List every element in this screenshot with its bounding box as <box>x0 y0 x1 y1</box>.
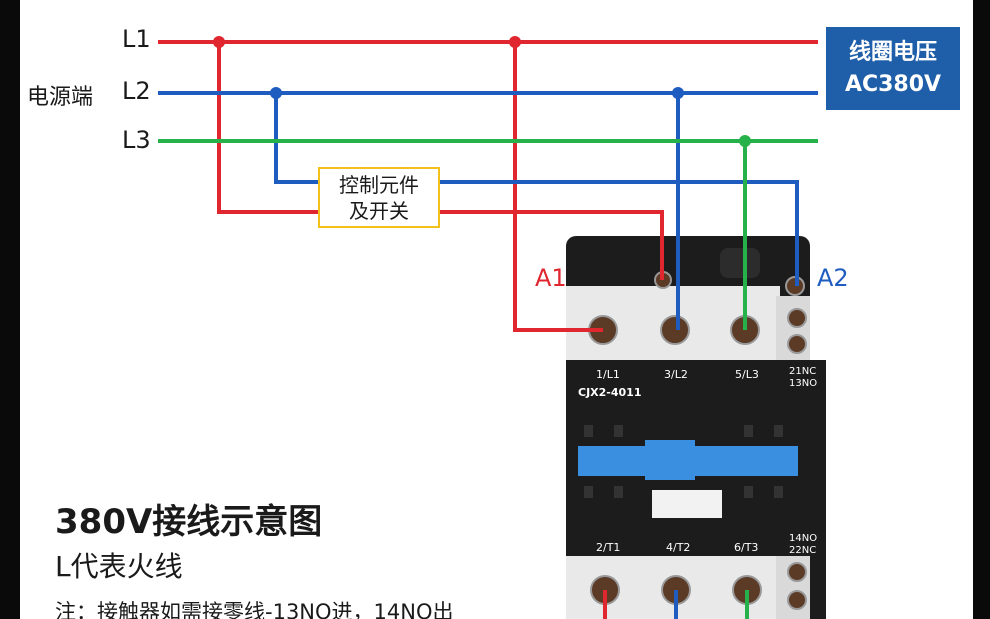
contactor-clip <box>720 248 760 278</box>
terminal-a2-label: A2 <box>817 264 849 292</box>
body-slot <box>744 486 753 498</box>
junction-dot <box>739 135 751 147</box>
diagram-subtitle: L代表火线 <box>55 550 183 583</box>
screw-aux-3 <box>787 562 807 582</box>
junction-dot <box>672 87 684 99</box>
aux-13no: 13NO <box>789 378 818 389</box>
control-box-line2: 及开关 <box>349 198 409 223</box>
body-slot <box>744 425 753 437</box>
terminal-1l1: 1/L1 <box>596 368 620 381</box>
contactor-model: CJX2-4011 <box>578 386 642 399</box>
wire-l1 <box>158 40 818 619</box>
junction-dot <box>213 36 225 48</box>
wire-l2 <box>158 91 818 619</box>
control-component-box: 控制元件 及开关 <box>318 167 440 228</box>
coil-voltage-line2: AC380V <box>844 71 942 97</box>
terminal-4t2: 4/T2 <box>666 541 691 554</box>
terminal-3l2: 3/L2 <box>664 368 688 381</box>
terminal-2t1: 2/T1 <box>596 541 621 554</box>
aux-14no: 14NO <box>789 533 818 544</box>
body-side <box>810 556 826 619</box>
body-slot <box>774 425 783 437</box>
coil-voltage-box: 线圈电压 AC380V <box>826 27 960 110</box>
screw-l2 <box>660 315 690 345</box>
control-box-line1: 控制元件 <box>339 172 419 197</box>
label-l1: L1 <box>122 25 151 53</box>
diagram-note: 注：接触器如需接零线-13NO进，14NO出 <box>55 600 454 619</box>
diagram-title: 380V接线示意图 <box>55 502 323 542</box>
screw-aux-1 <box>787 308 807 328</box>
contactor <box>566 236 826 619</box>
junction-dot <box>509 36 521 48</box>
label-l3: L3 <box>122 126 151 154</box>
aux-21nc: 21NC <box>789 366 817 377</box>
body-slot <box>614 425 623 437</box>
screw-aux-4 <box>787 590 807 610</box>
body-slot <box>584 425 593 437</box>
actuator-center <box>645 440 695 480</box>
source-label: 电源端 <box>27 85 94 110</box>
coil-voltage-line1: 线圈电压 <box>848 39 937 65</box>
aux-22nc: 22NC <box>789 545 817 556</box>
terminal-5l3: 5/L3 <box>735 368 759 381</box>
body-slot <box>774 486 783 498</box>
body-slot <box>614 486 623 498</box>
terminal-a1-label: A1 <box>535 264 567 292</box>
terminal-6t3: 6/T3 <box>734 541 759 554</box>
body-slot <box>584 486 593 498</box>
wire-l3 <box>158 139 818 619</box>
screw-aux-2 <box>787 334 807 354</box>
junction-dot <box>270 87 282 99</box>
label-plate <box>652 490 722 518</box>
label-l2: L2 <box>122 77 151 105</box>
